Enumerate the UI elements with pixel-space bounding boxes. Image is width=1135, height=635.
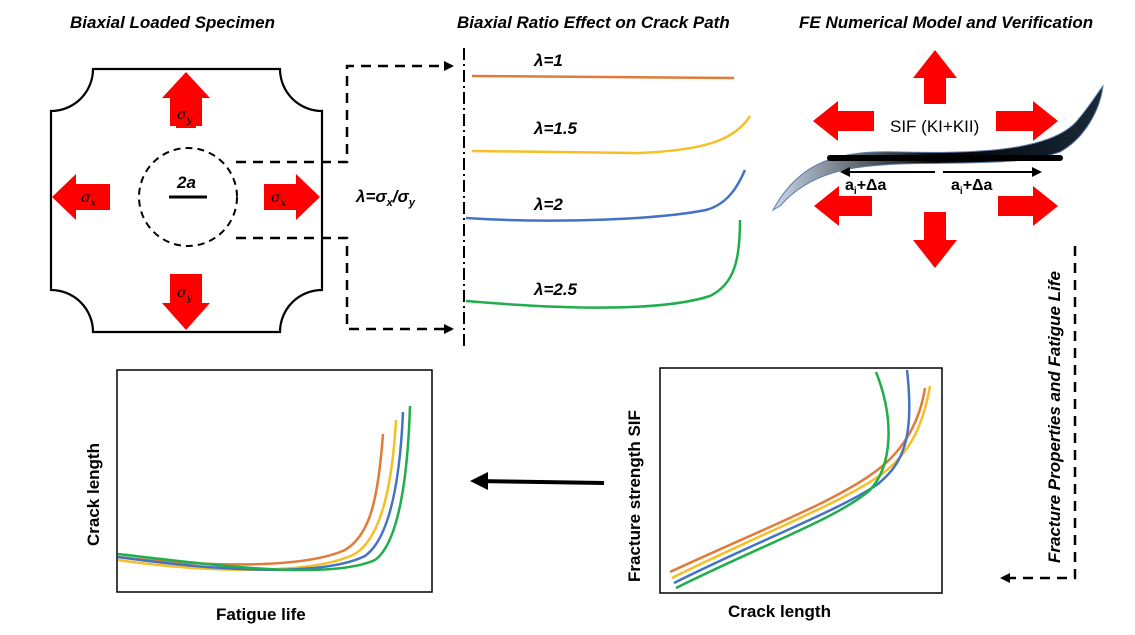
- chart-sif-frame: [659, 367, 943, 594]
- crack-path-lambda-1: λ=1: [471, 51, 735, 80]
- connector-return: [1000, 246, 1077, 583]
- fe-arrow-left-lower: [814, 186, 872, 226]
- chart-link-arrow-shaft: [473, 479, 605, 485]
- chart-link-arrowhead: [470, 472, 488, 490]
- fe-crack-shape: [771, 84, 1104, 212]
- svg-text:σy: σy: [177, 285, 193, 304]
- sif-curve-yellow: [671, 385, 932, 580]
- chart-fatigue-xlabel: Fatigue life: [216, 605, 306, 624]
- svg-text:λ=1.5: λ=1.5: [533, 119, 578, 138]
- chart-sif-curves: [669, 369, 932, 590]
- fe-arrow-up: [913, 50, 957, 104]
- fatigue-curve-green: [117, 405, 412, 572]
- title-specimen: Biaxial Loaded Specimen: [70, 13, 275, 32]
- arrow-sigma-y-bottom: σy: [162, 274, 210, 330]
- chart-sif-ylabel: Fracture strength SIF: [625, 410, 644, 582]
- fatigue-curve-orange: [117, 433, 385, 566]
- arrow-sigma-y-top: σy: [162, 72, 210, 128]
- title-ratio: Biaxial Ratio Effect on Crack Path: [457, 13, 730, 32]
- fe-arrow-right-lower: [998, 186, 1058, 226]
- svg-text:σx: σx: [271, 190, 287, 209]
- connector-bottom: [236, 236, 454, 334]
- crack-zone-circle: [138, 147, 238, 247]
- fatigue-curve-blue: [117, 411, 405, 571]
- fe-arrow-left-upper: [813, 101, 874, 141]
- chart-fatigue-ylabel: Crack length: [84, 443, 103, 546]
- fatigue-curve-yellow: [117, 419, 398, 571]
- sif-curve-orange: [669, 387, 927, 574]
- crack-label: 2a: [176, 173, 196, 192]
- svg-text:σx: σx: [81, 190, 97, 209]
- connector-top: [236, 61, 454, 164]
- sif-label: SIF (KI+KII): [890, 117, 979, 136]
- fe-arrow-down: [913, 212, 957, 268]
- increment-label-right: ai+Δa: [951, 177, 993, 197]
- ratio-definition: λ=σx/σy: [355, 187, 416, 209]
- side-label: Fracture Properties and Fatigue Life: [1045, 271, 1064, 563]
- crack-path-lambda-1-5: λ=1.5: [471, 115, 752, 155]
- fe-arrow-right-upper: [996, 101, 1058, 141]
- chart-fatigue-curves: [117, 405, 412, 572]
- svg-text:λ=2: λ=2: [533, 195, 563, 214]
- title-fe: FE Numerical Model and Verification: [799, 13, 1093, 32]
- chart-fatigue-frame: [116, 369, 433, 593]
- arrow-sigma-x-left: σx: [52, 174, 110, 220]
- sif-curve-blue: [673, 369, 911, 585]
- crack-path-lambda-2-5: λ=2.5: [465, 219, 742, 309]
- specimen-plate: 2a: [49, 67, 324, 334]
- chart-sif-xlabel: Crack length: [728, 602, 831, 621]
- svg-text:σy: σy: [177, 107, 193, 126]
- sif-curve-green: [675, 371, 890, 590]
- crack-path-lambda-2: λ=2: [465, 169, 747, 222]
- increment-label-left: ai+Δa: [845, 177, 887, 197]
- arrow-sigma-x-right: σx: [264, 174, 320, 220]
- svg-text:λ=1: λ=1: [533, 51, 563, 70]
- svg-text:λ=2.5: λ=2.5: [533, 280, 578, 299]
